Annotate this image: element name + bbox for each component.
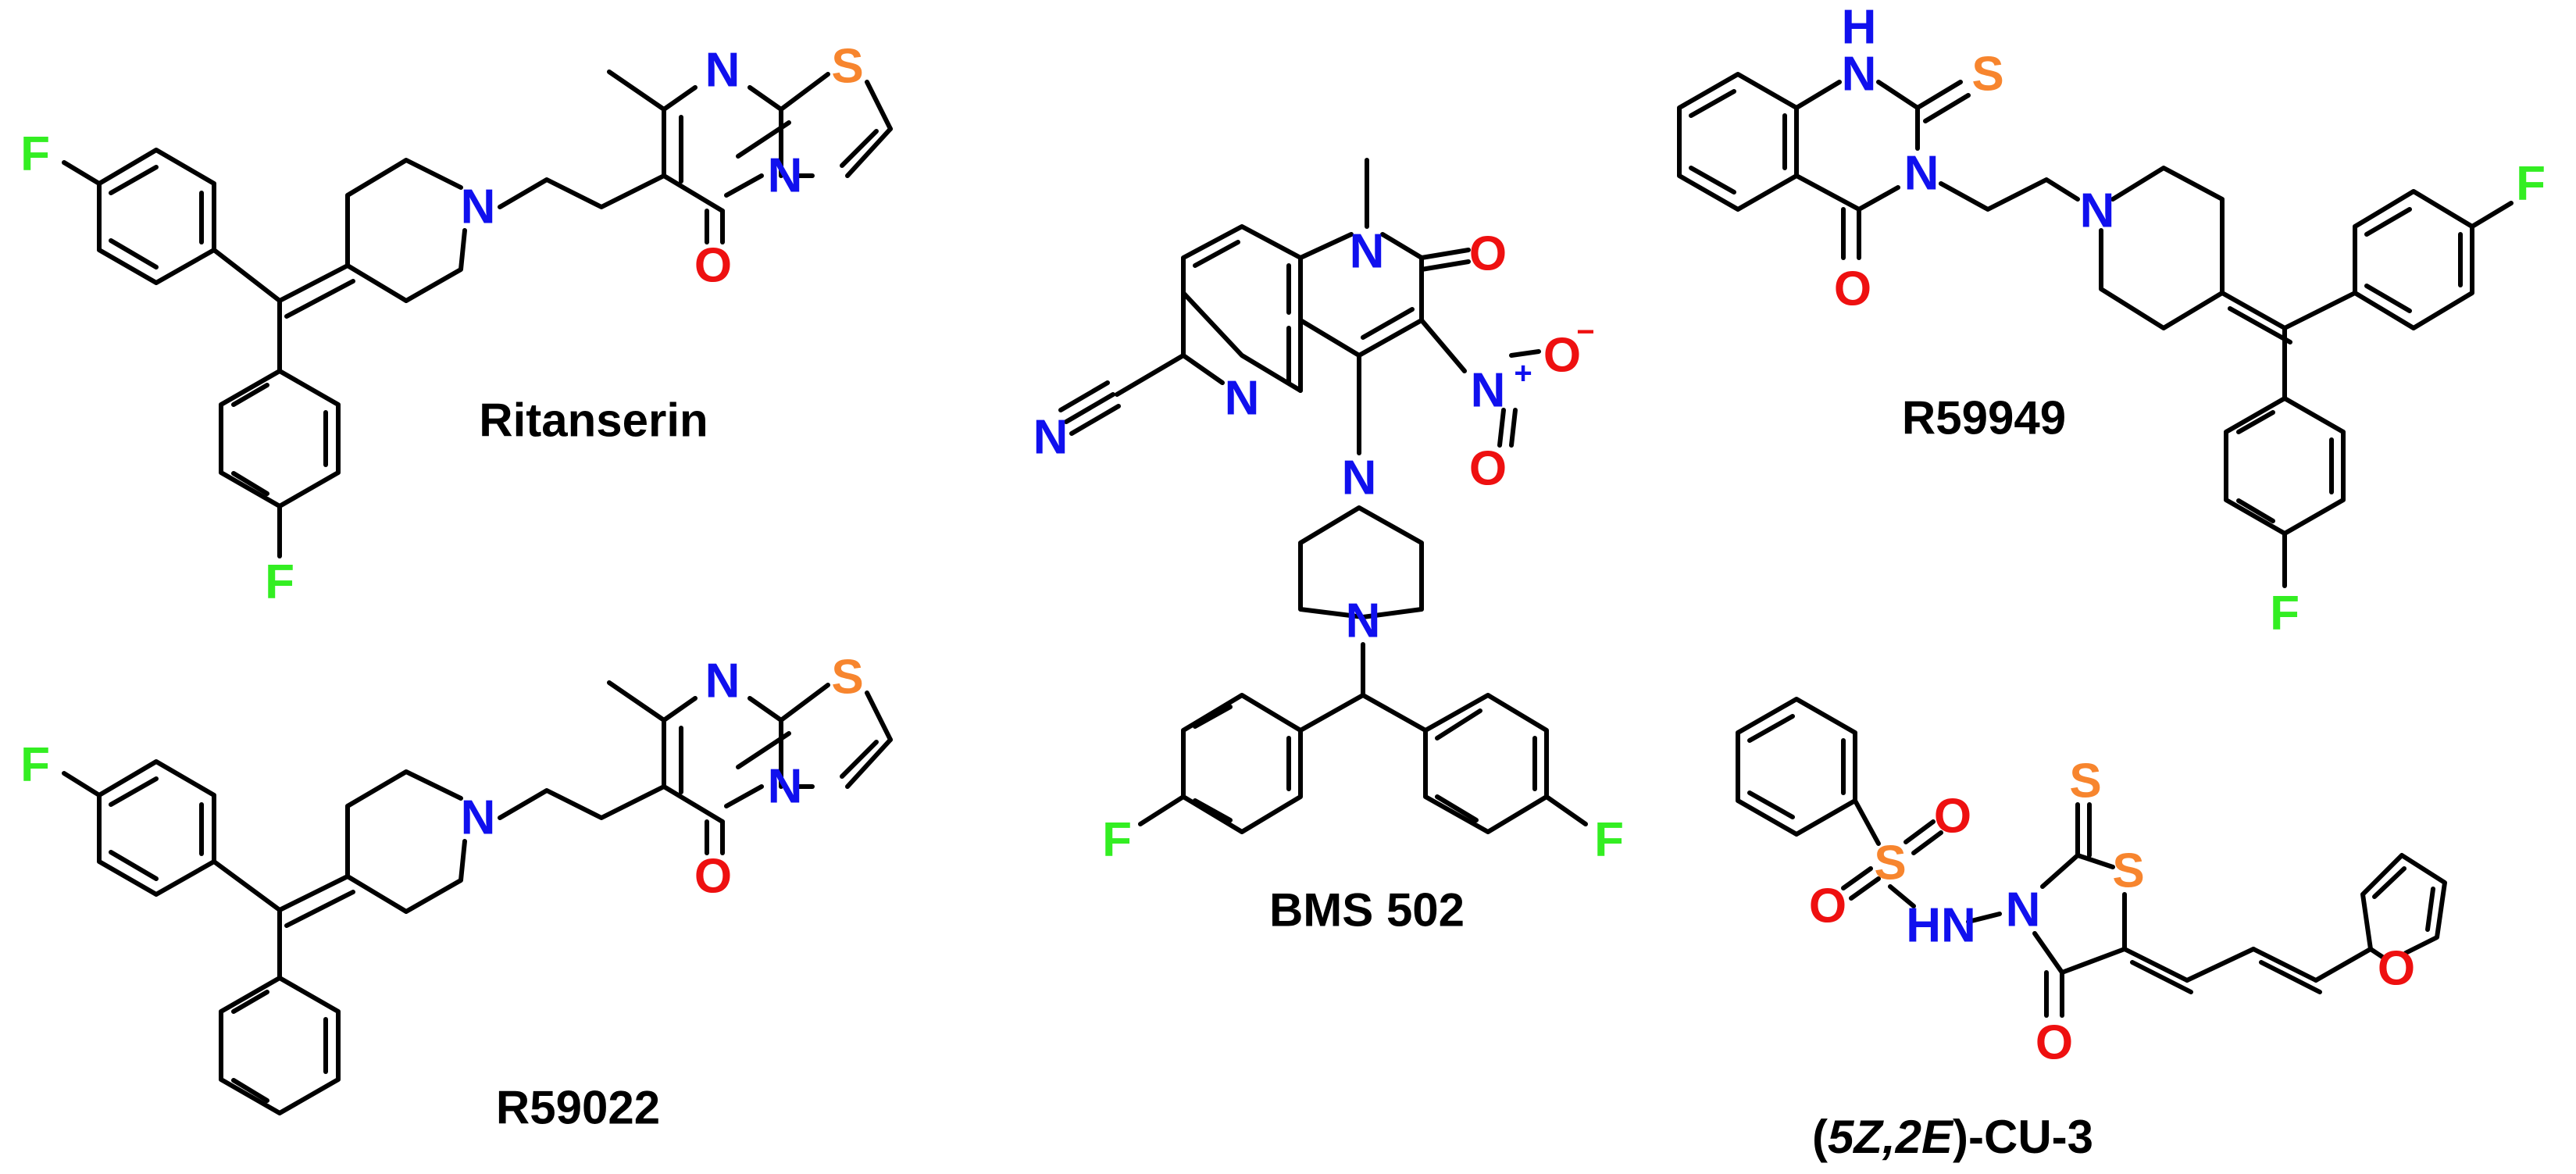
caption-ritanserin: Ritanserin: [479, 394, 708, 447]
cu3-sulfonyl-oxygen-2: O: [1809, 880, 1846, 933]
molecule-cu3: S O O HN N S S O O (5Z,2E)-CU-3: [1736, 697, 2447, 1163]
bms502-pyridine-nitrogen: N: [1225, 372, 1260, 426]
r59022-bridge-nitrogen: N: [768, 760, 803, 814]
bms502-bonds: [1058, 158, 1588, 834]
r59949-bonds: [1677, 72, 2514, 588]
r59949-carbonyl-oxygen: O: [1834, 262, 1871, 316]
caption-bms502: BMS 502: [1269, 884, 1465, 937]
ritanserin-bonds: [62, 70, 893, 558]
bms502-nitro-minus: −: [1576, 315, 1594, 349]
caption-cu3: (5Z,2E)-CU-3: [1812, 1111, 2093, 1163]
bms502-piperazine-nitrogen-top: N: [1342, 451, 1377, 505]
r59949-fluorine-right: F: [2516, 157, 2546, 211]
r59949-thione-sulfur: S: [1971, 48, 2003, 102]
bms502-pyridone-oxygen: O: [1469, 227, 1507, 281]
ritanserin-fluorine-top: F: [20, 127, 50, 181]
r59022-pyrimidine-nitrogen: N: [705, 655, 740, 708]
ritanserin-bridge-nitrogen: N: [768, 149, 803, 203]
ritanserin-fluorine-bottom: F: [265, 555, 294, 609]
r59022-bonds: [62, 680, 893, 1115]
cu3-thione-sulfur: S: [2069, 755, 2101, 808]
bms502-nitro-nitrogen: N: [1471, 364, 1506, 418]
r59949-piperidine-nitrogen: N: [2080, 184, 2115, 238]
caption-r59949: R59949: [1902, 392, 2066, 444]
bms502-nitrile-nitrogen: N: [1033, 411, 1069, 465]
molecule-bms502: N O N N N + O − O N N F F BMS 502: [1033, 158, 1624, 937]
r59949-nh-hydrogen: H: [1842, 1, 1877, 55]
r59022-piperidine-nitrogen: N: [461, 791, 496, 845]
molecule-r59022: F N N N S O R59022: [20, 651, 893, 1134]
r59949-fluorine-bottom: F: [2270, 587, 2299, 641]
molecule-ritanserin: F F N N N S O Ritanserin: [20, 40, 893, 609]
caption-r59022: R59022: [496, 1082, 660, 1134]
bms502-nitro-oxygen-2: O: [1469, 442, 1507, 496]
ritanserin-carbonyl-oxygen: O: [694, 239, 732, 293]
cu3-hn-nitrogen: HN: [1906, 899, 1976, 953]
bms502-fluorine-right: F: [1594, 813, 1624, 867]
cu3-carbonyl-oxygen: O: [2035, 1016, 2073, 1070]
cu3-ring-sulfur: S: [2112, 844, 2144, 898]
molecule-r59949: H N S N O N F F R59949: [1677, 1, 2546, 641]
ritanserin-pyrimidine-nitrogen: N: [705, 44, 740, 98]
r59022-thiazole-sulfur: S: [831, 651, 863, 705]
cu3-sulfonyl-oxygen-1: O: [1934, 790, 1971, 844]
ritanserin-piperidine-nitrogen: N: [461, 180, 496, 234]
cu3-furan-oxygen: O: [2378, 942, 2415, 996]
r59949-ring-nitrogen: N: [1904, 147, 1939, 201]
bms502-nitro-oxygen-1: O: [1543, 329, 1581, 383]
r59022-carbonyl-oxygen: O: [694, 850, 732, 904]
bms502-methyl-nitrogen: N: [1350, 225, 1385, 279]
cu3-sulfonyl-sulfur: S: [1874, 837, 1906, 890]
bms502-fluorine-left: F: [1102, 813, 1132, 867]
r59022-fluorine: F: [20, 738, 50, 792]
cu3-ring-nitrogen: N: [2006, 883, 2041, 937]
cu3-bonds: [1736, 697, 2447, 1018]
ritanserin-thiazole-sulfur: S: [831, 40, 863, 94]
bms502-piperazine-nitrogen-bottom: N: [1346, 594, 1381, 648]
bms502-nitro-plus: +: [1514, 356, 1532, 391]
r59949-nh-nitrogen: N: [1842, 48, 1877, 102]
